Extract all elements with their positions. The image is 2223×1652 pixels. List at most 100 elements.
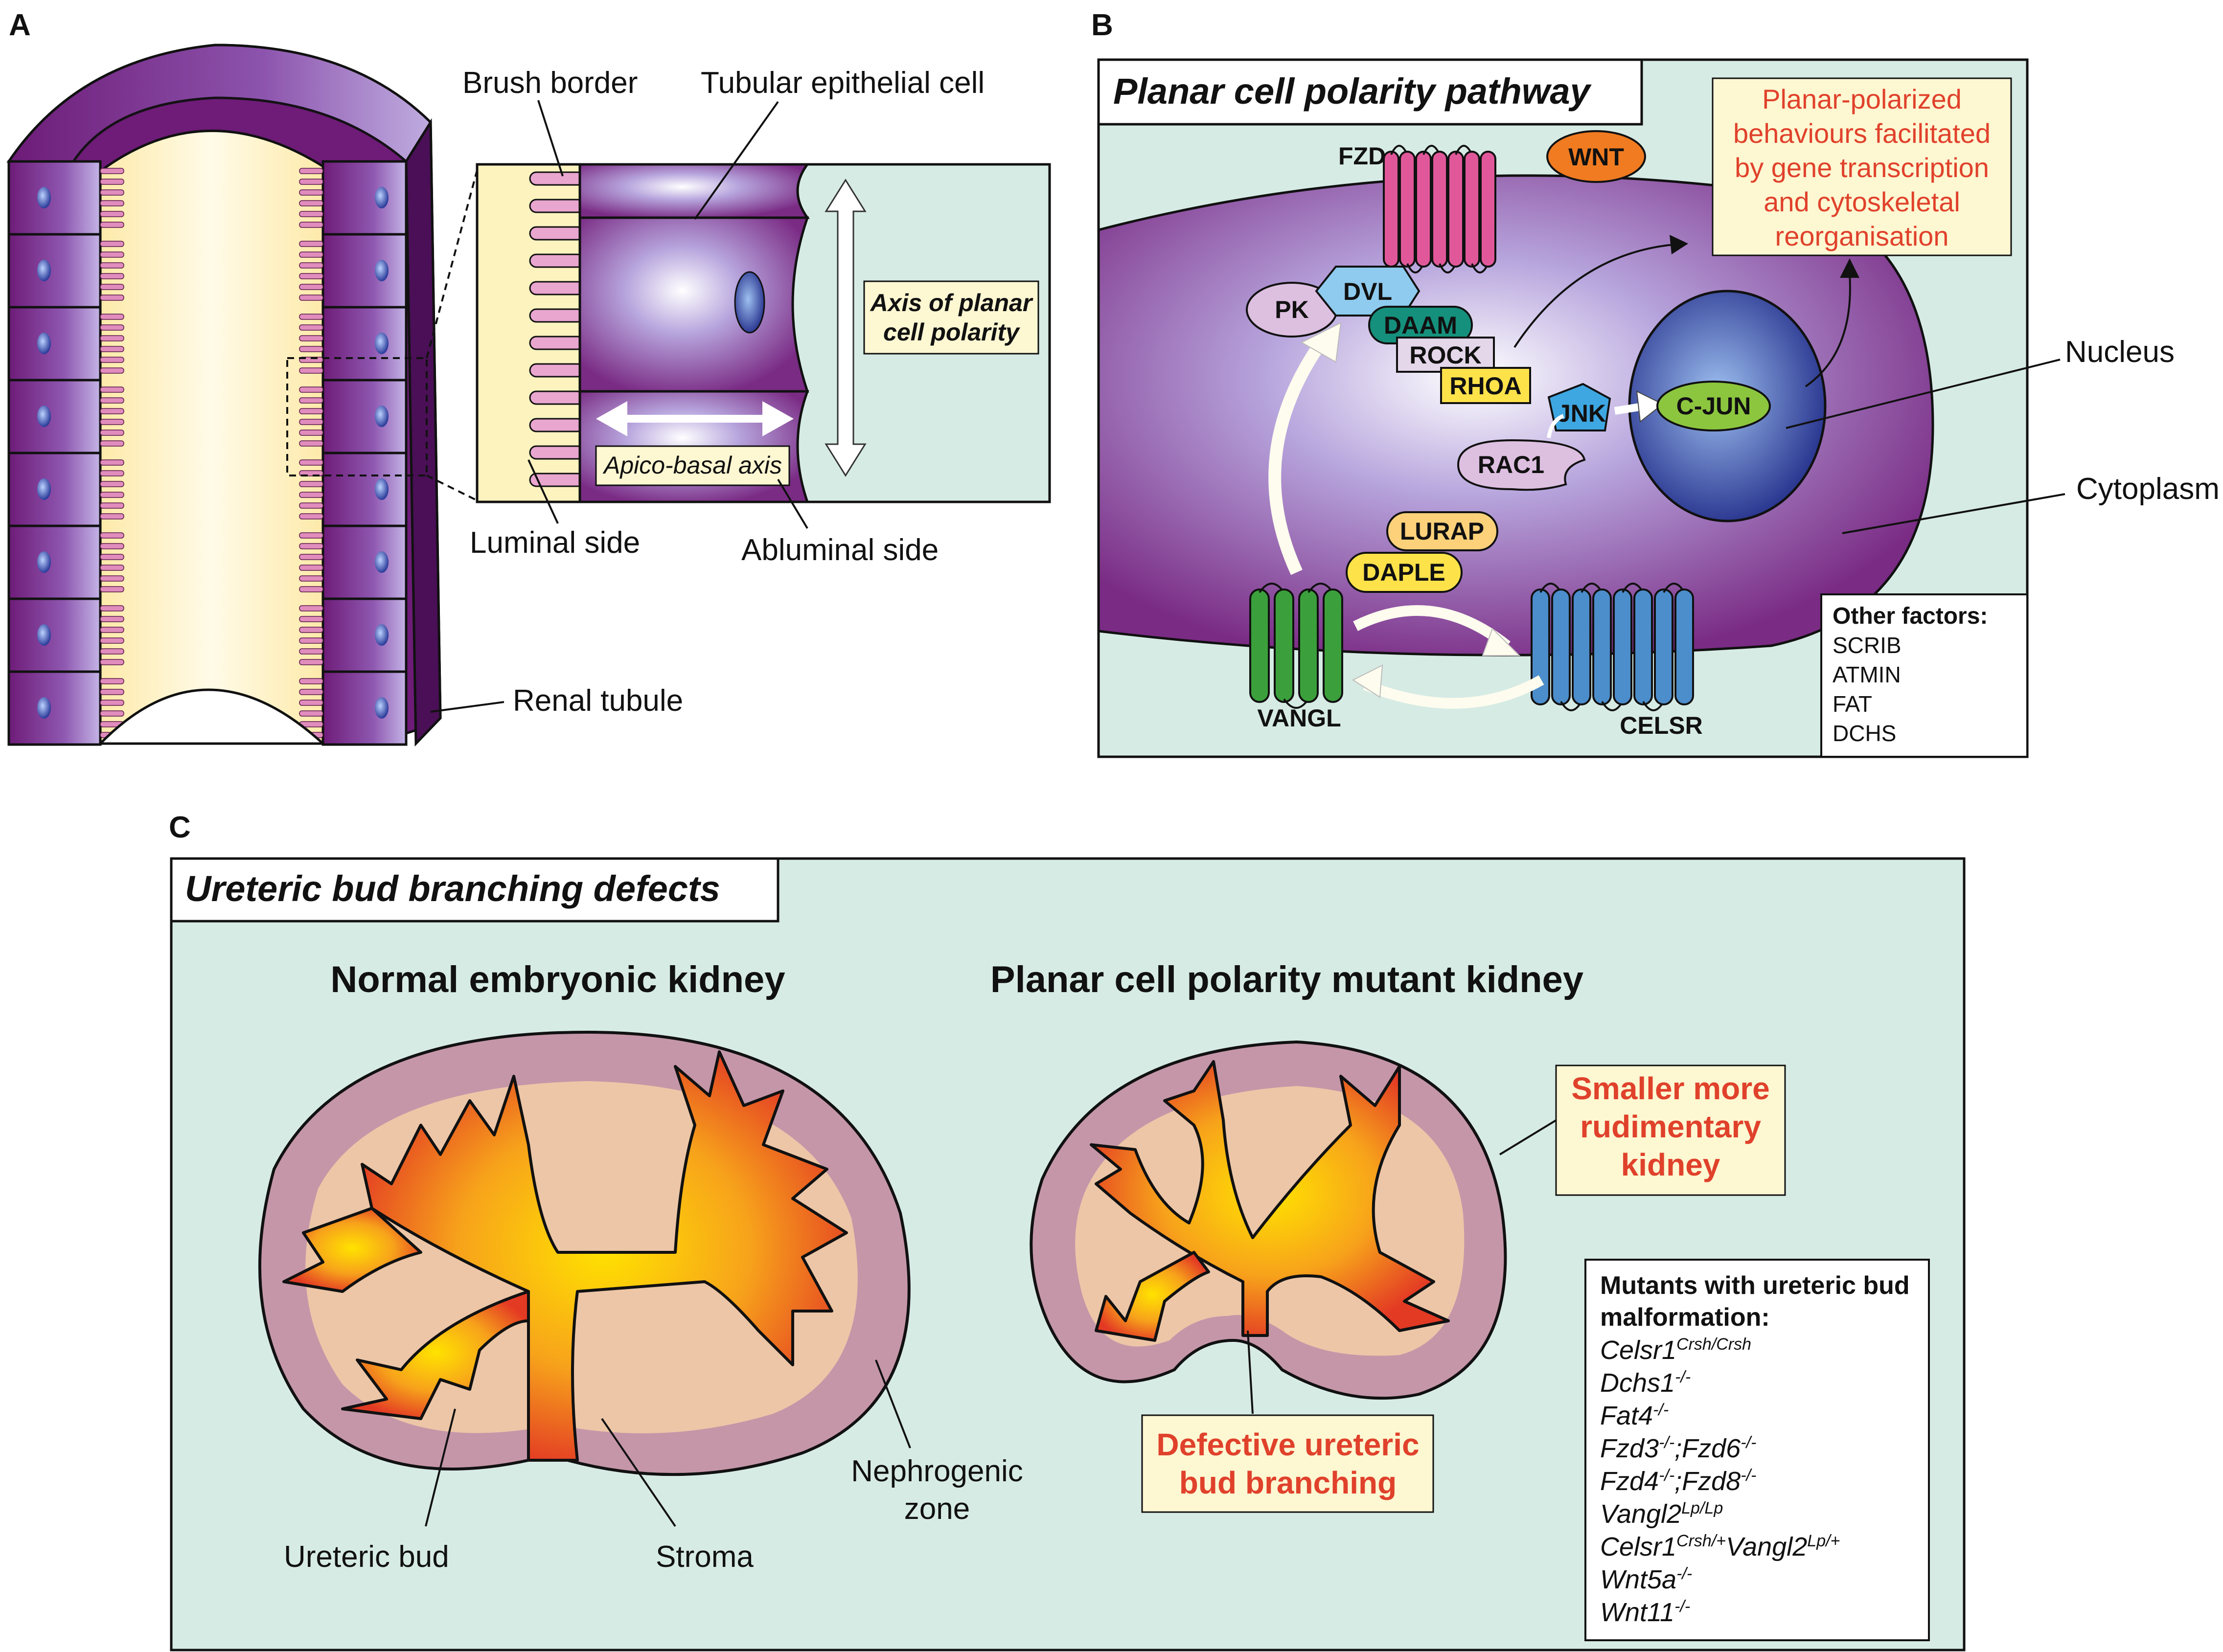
transmembrane-helix (1592, 588, 1612, 705)
transmembrane-helix (1464, 151, 1480, 268)
tubular-epithelial-cell-label: Tubular epithelial cell (701, 66, 985, 100)
nephrogenic-label-line2: zone (904, 1492, 970, 1526)
transmembrane-helix (1298, 588, 1319, 703)
daple-protein (1346, 552, 1463, 593)
transmembrane-helix (1447, 151, 1464, 268)
fzd-label: FZD (1338, 142, 1386, 170)
panel-c-title: Ureteric bud branching defects (185, 868, 720, 909)
dvl-label: DVL (1343, 278, 1392, 305)
transmembrane-helix (1654, 588, 1673, 705)
daam-label: DAAM (1384, 312, 1457, 339)
other-factors-title: Other factors: (1833, 603, 1988, 629)
tubule-cell (7, 160, 102, 236)
outcome-line: and cytoskeletal (1764, 186, 1960, 217)
transmembrane-helix (1415, 151, 1432, 268)
nephrogenic-label-line1: Nephrogenic (851, 1454, 1023, 1488)
daple-label: DAPLE (1362, 559, 1445, 586)
panel-c: C Ureteric bud branching defects Normal … (169, 811, 1966, 1652)
wnt-label: WNT (1568, 143, 1624, 171)
tubule-cell (321, 160, 408, 236)
mutant-item: Fzd4-/-;Fzd8-/- (1600, 1466, 1756, 1496)
outcome-line: by gene transcription (1735, 152, 1989, 183)
tubule-cell (7, 233, 102, 309)
wnt-ligand (1546, 130, 1646, 183)
tubule-cell (321, 233, 408, 309)
tubule-cell (321, 379, 408, 454)
transmembrane-helix (1383, 151, 1399, 268)
ureteric-bud-label: Ureteric bud (284, 1540, 449, 1574)
tubule-cell (7, 524, 102, 600)
vangl-receptor (1249, 583, 1343, 709)
tubule-cell (321, 306, 408, 382)
tubule-cell (321, 670, 408, 746)
normal-kidney-title: Normal embryonic kidney (330, 959, 785, 1000)
transmembrane-helix (1633, 588, 1653, 705)
jnk-label: JNK (1557, 400, 1606, 427)
mutants-box (1584, 1259, 1930, 1641)
defective-branching-line: Defective ureteric (1156, 1427, 1419, 1462)
panel-b: B Planar cell polarity pathway Planar-po… (1091, 8, 2220, 758)
celsr-receptor (1531, 583, 1694, 711)
tubule-cell (7, 379, 102, 454)
mutant-item: Fzd3-/-;Fzd6-/- (1600, 1433, 1756, 1463)
mutant-item: Wnt5a-/- (1600, 1564, 1692, 1594)
rhoa-protein (1440, 367, 1531, 404)
other-factor-item: FAT (1833, 691, 1872, 717)
other-factor-item: SCRIB (1833, 633, 1902, 658)
transmembrane-helix (1531, 588, 1550, 705)
normal-kidney (258, 1030, 911, 1476)
rac1-protein (1457, 439, 1586, 491)
mutants-title-line2: malformation: (1600, 1303, 1770, 1332)
transmembrane-helix (1323, 588, 1343, 703)
mutant-item: Dchs1-/- (1600, 1368, 1691, 1398)
vangl-label: VANGL (1257, 704, 1341, 732)
other-factor-item: ATMIN (1833, 662, 1901, 687)
outcome-line: reorganisation (1775, 221, 1949, 251)
panel-label-b: B (1091, 8, 1113, 42)
transmembrane-helix (1674, 588, 1694, 705)
abluminal-side-label: Abluminal side (741, 533, 939, 567)
tubule-cell (321, 524, 408, 600)
outcome-line: behaviours facilitated (1733, 118, 1991, 149)
transmembrane-helix (1249, 588, 1270, 703)
smaller-kidney-line: rudimentary (1580, 1109, 1761, 1144)
other-factor-item: DCHS (1833, 721, 1896, 746)
luminal-side-label: Luminal side (470, 526, 640, 560)
transmembrane-helix (1572, 588, 1591, 705)
panel-label-a: A (9, 8, 31, 42)
pk-label: PK (1275, 296, 1308, 323)
tubule-cell (7, 452, 102, 527)
fzd-receptor (1383, 145, 1496, 273)
axis-planar-label-line2: cell polarity (883, 318, 1020, 346)
other-factors-box (1820, 593, 2028, 758)
panel-a: A (6, 8, 1051, 747)
lurap-label: LURAP (1400, 518, 1484, 545)
tubule-cell (321, 452, 408, 527)
tubule-cell (321, 597, 408, 673)
mutant-item: Celsr1Crsh/Crsh (1600, 1335, 1751, 1365)
dvl-protein (1315, 266, 1421, 317)
panel-b-title: Planar cell polarity pathway (1113, 71, 1592, 112)
tubule-cell (7, 597, 102, 673)
celsr-label: CELSR (1620, 712, 1702, 739)
mutant-item: Wnt11-/- (1600, 1597, 1690, 1627)
cytoplasm-label: Cytoplasm (2076, 472, 2220, 506)
mutant-kidney (1030, 1040, 1507, 1400)
nucleus-label: Nucleus (2065, 335, 2175, 369)
panel-label-c: C (169, 811, 191, 844)
outcome-line: Planar-polarized (1762, 84, 1962, 114)
cell-zoom-box: Apico-basal axis Axis of planar cell pol… (476, 163, 1051, 503)
defective-branching-box (1141, 1414, 1434, 1513)
smaller-kidney-line: kidney (1621, 1147, 1720, 1182)
transmembrane-helix (1431, 151, 1448, 268)
renal-tubule-illustration (6, 44, 478, 747)
axis-planar-label-line1: Axis of planar (870, 289, 1033, 317)
lurap-protein (1386, 511, 1498, 551)
tubule-cell (7, 670, 102, 746)
mutant-item: Vangl2Lp/Lp (1600, 1499, 1723, 1529)
defective-branching-line: bud branching (1179, 1465, 1397, 1500)
tubule-cell (7, 306, 102, 382)
mutants-title-line1: Mutants with ureteric bud (1600, 1271, 1910, 1300)
rac1-label: RAC1 (1478, 451, 1544, 478)
